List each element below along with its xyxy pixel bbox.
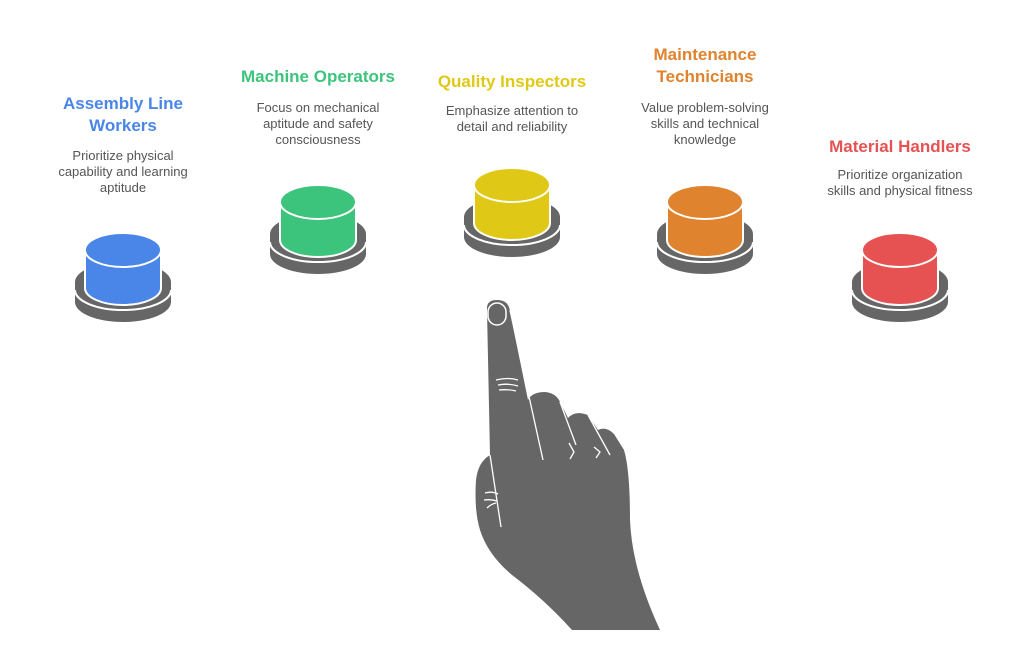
description-line: Focus on mechanical — [256, 100, 380, 115]
description-line: aptitude and safety — [263, 116, 373, 131]
description-line: detail and reliability — [456, 119, 568, 134]
button-quality-inspectors — [463, 167, 561, 257]
title-line: Machine Operators — [241, 67, 395, 86]
title-line: Maintenance — [653, 45, 757, 64]
item-title: Material Handlers — [800, 136, 1000, 158]
button-machine-operators — [269, 184, 367, 274]
description-line: Prioritize organization — [837, 167, 963, 182]
description-line: Prioritize physical — [72, 148, 174, 163]
title-line: Quality Inspectors — [437, 72, 587, 91]
title-line: Material Handlers — [829, 137, 971, 156]
description-line: capability and learning — [58, 164, 188, 179]
description-line: Value problem-solving — [641, 100, 769, 115]
description-line: knowledge — [673, 132, 737, 147]
item-title: Quality Inspectors — [412, 71, 612, 93]
title-line: Workers — [89, 116, 157, 135]
button-maintenance-technicians — [656, 184, 754, 274]
title-line: Assembly Line — [63, 94, 183, 113]
button-material-handlers — [851, 232, 949, 322]
description-line: skills and technical — [650, 116, 760, 131]
button-assembly-line-workers — [74, 232, 172, 322]
title-line: Technicians — [656, 67, 754, 86]
item-title: Machine Operators — [218, 66, 418, 88]
pointing-hand-icon — [475, 300, 660, 630]
description-line: Emphasize attention to — [445, 103, 579, 118]
description-line: consciousness — [275, 132, 361, 147]
description-line: aptitude — [99, 180, 147, 195]
description-line: skills and physical fitness — [827, 183, 973, 198]
